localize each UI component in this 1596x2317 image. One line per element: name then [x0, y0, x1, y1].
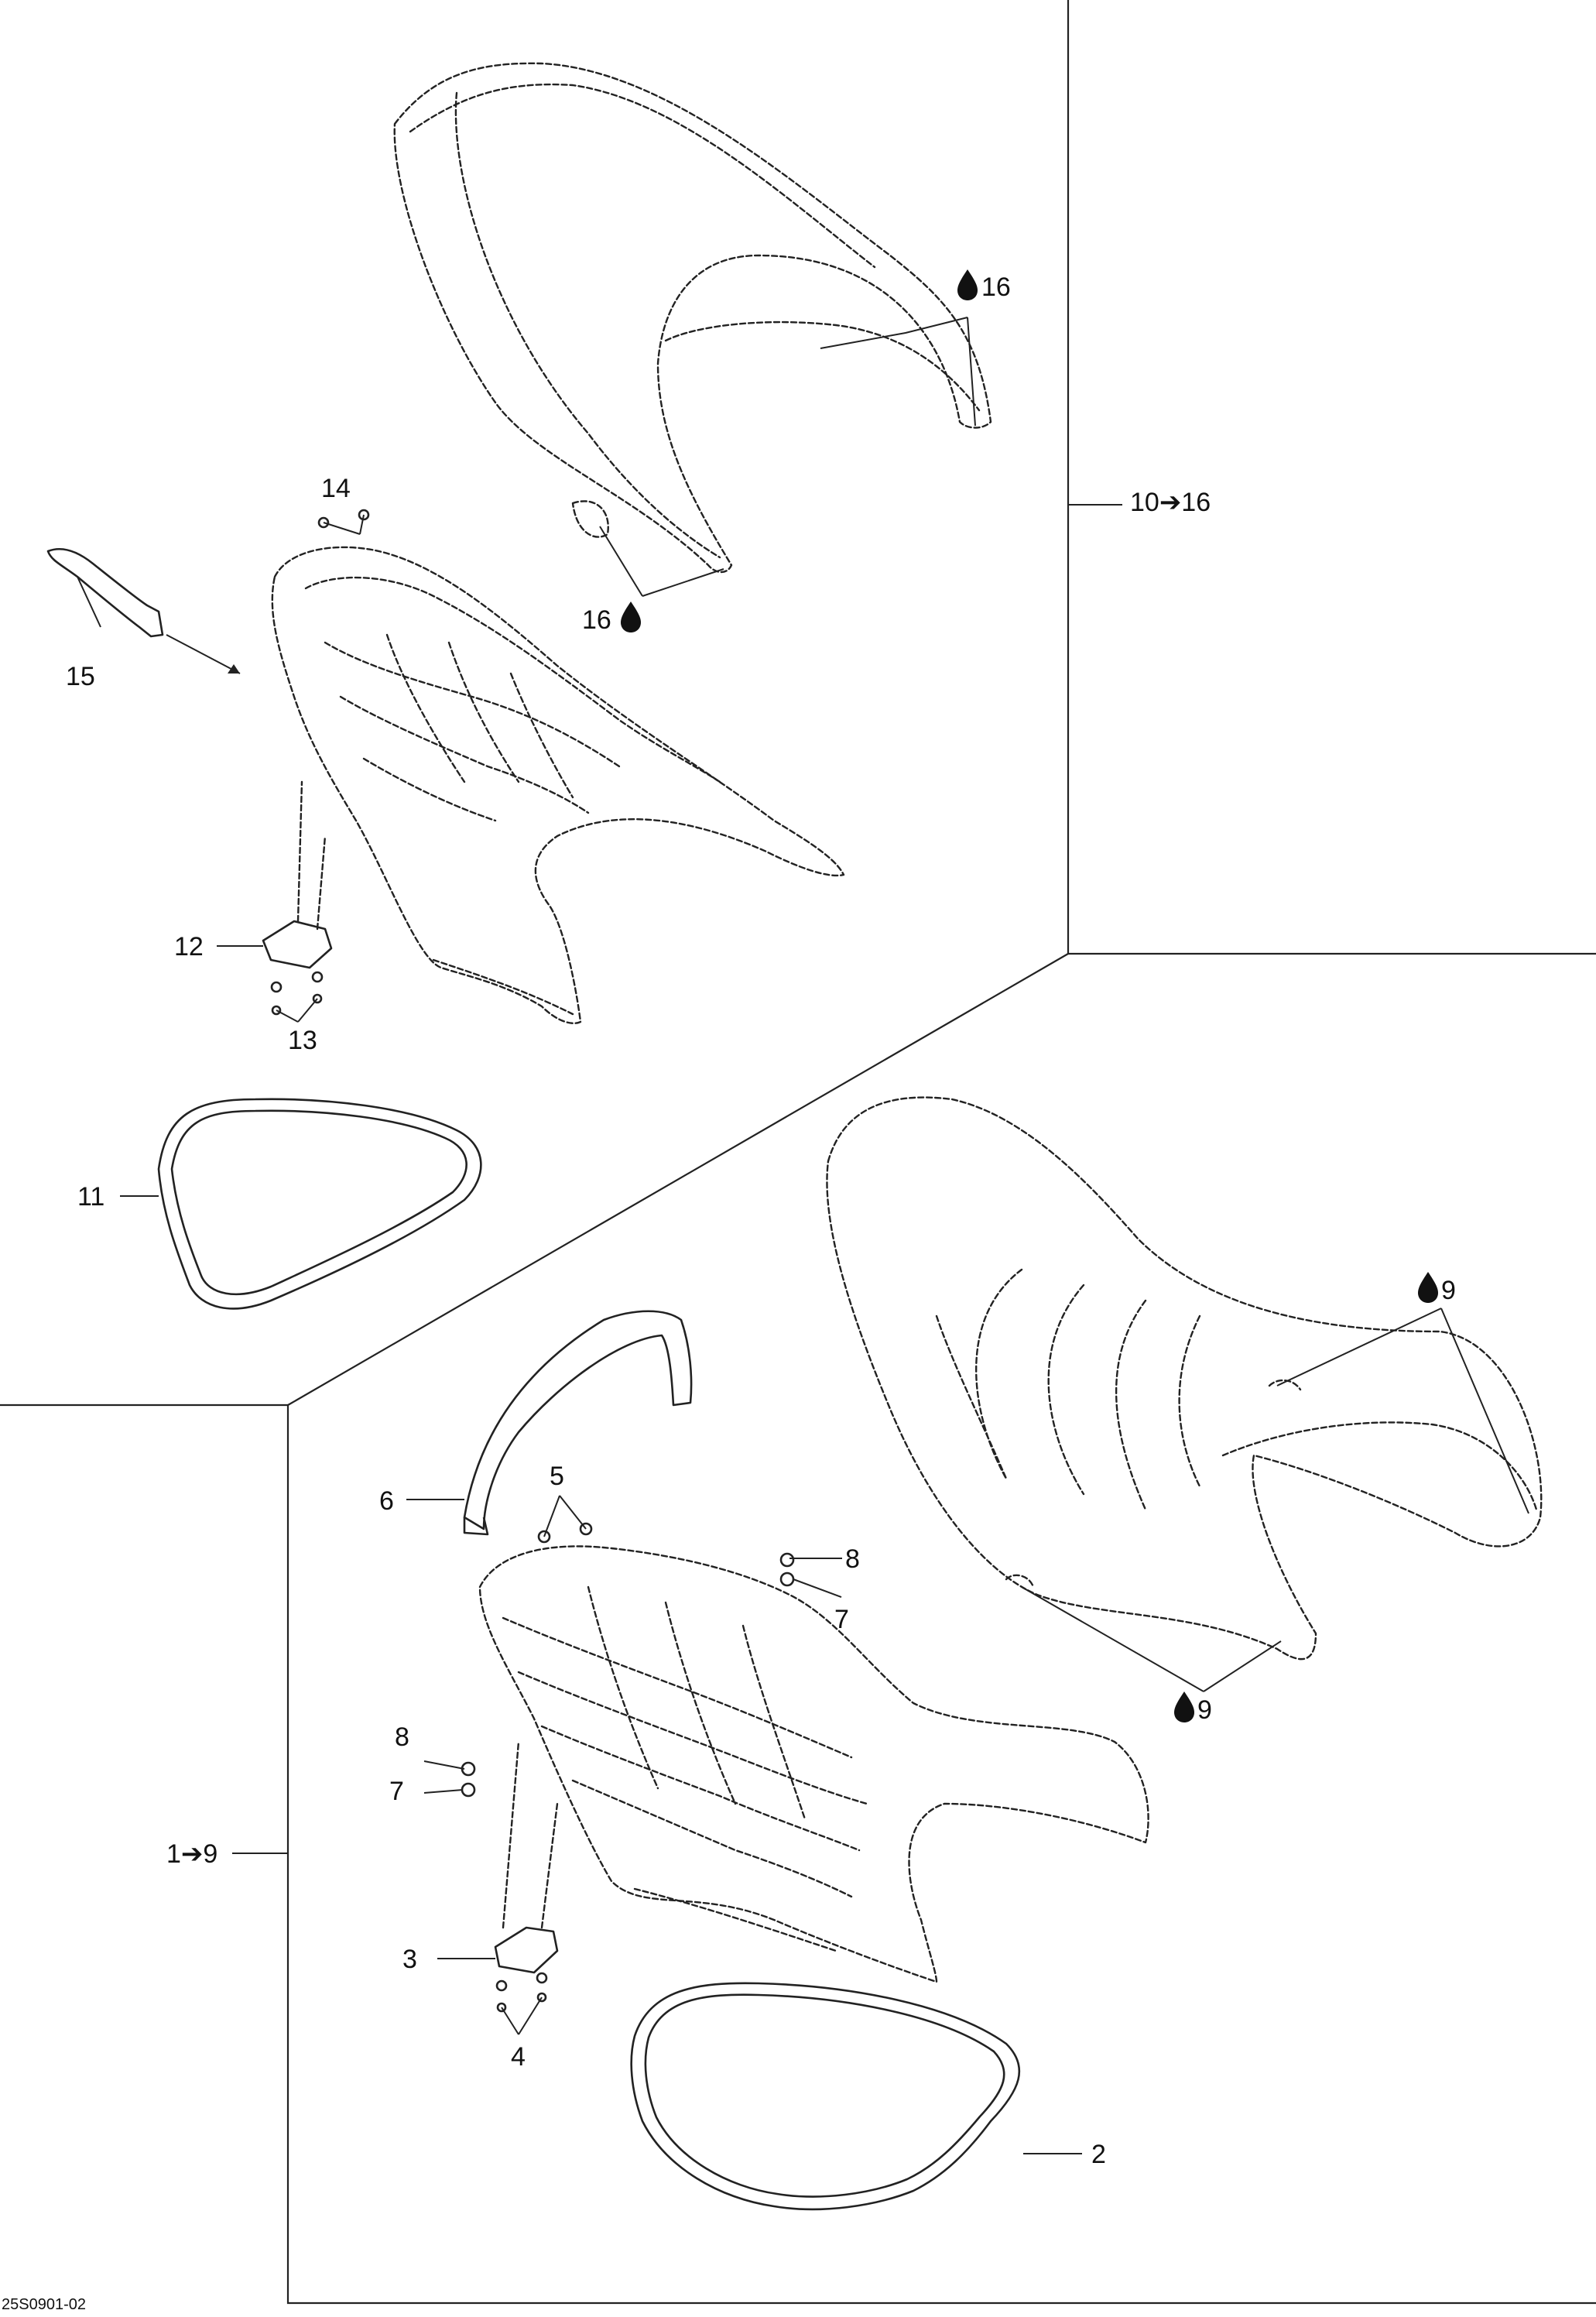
handle-arrowhead — [228, 664, 240, 674]
callout-4: 4 — [511, 2042, 526, 2072]
callout-16-bottom: 16 — [582, 605, 611, 635]
handle-insert-arrow — [166, 634, 241, 674]
callout-11: 11 — [77, 1182, 104, 1212]
lower-latch — [494, 1740, 559, 2013]
diagonal-divider — [287, 953, 1069, 1406]
callout-15: 15 — [66, 662, 95, 691]
callout-13: 13 — [288, 1026, 317, 1055]
upper-gasket — [157, 1098, 482, 1310]
callout-7-right: 7 — [834, 1605, 849, 1634]
callout-3: 3 — [402, 1945, 417, 1974]
lower-seat-base — [478, 1545, 1149, 1983]
callout-8-left: 8 — [395, 1722, 409, 1752]
upper-seat-cover — [393, 62, 992, 574]
callout-16-top: 16 — [981, 272, 1011, 302]
lower-gasket — [630, 1982, 1021, 2211]
seat-strap — [463, 1310, 693, 1536]
upper-seat-base — [271, 546, 845, 1024]
callout-12: 12 — [174, 932, 204, 961]
callout-9-bottom: 9 — [1197, 1695, 1212, 1725]
drawing-code: 25S0901-02 — [2, 2296, 86, 2313]
callout-2: 2 — [1091, 2140, 1106, 2169]
drop-icon — [1418, 1272, 1438, 1303]
lower-seat-cover — [826, 1096, 1543, 1661]
drop-icon — [621, 602, 641, 632]
callout-6: 6 — [379, 1486, 394, 1516]
drop-icon — [957, 269, 978, 300]
grab-handle — [46, 548, 164, 638]
leader-lines — [77, 317, 1529, 2154]
upper-latch — [262, 780, 333, 1016]
callout-14: 14 — [321, 474, 351, 503]
drop-icon — [1174, 1691, 1194, 1722]
callout-7-left: 7 — [389, 1777, 404, 1806]
callout-10-16: 10➔16 — [1130, 488, 1211, 517]
upper-frame — [1067, 0, 1596, 955]
callout-9-top: 9 — [1441, 1276, 1456, 1305]
callout-5: 5 — [550, 1462, 564, 1491]
callout-8-right: 8 — [845, 1544, 860, 1574]
callout-1-9: 1➔9 — [166, 1839, 217, 1869]
